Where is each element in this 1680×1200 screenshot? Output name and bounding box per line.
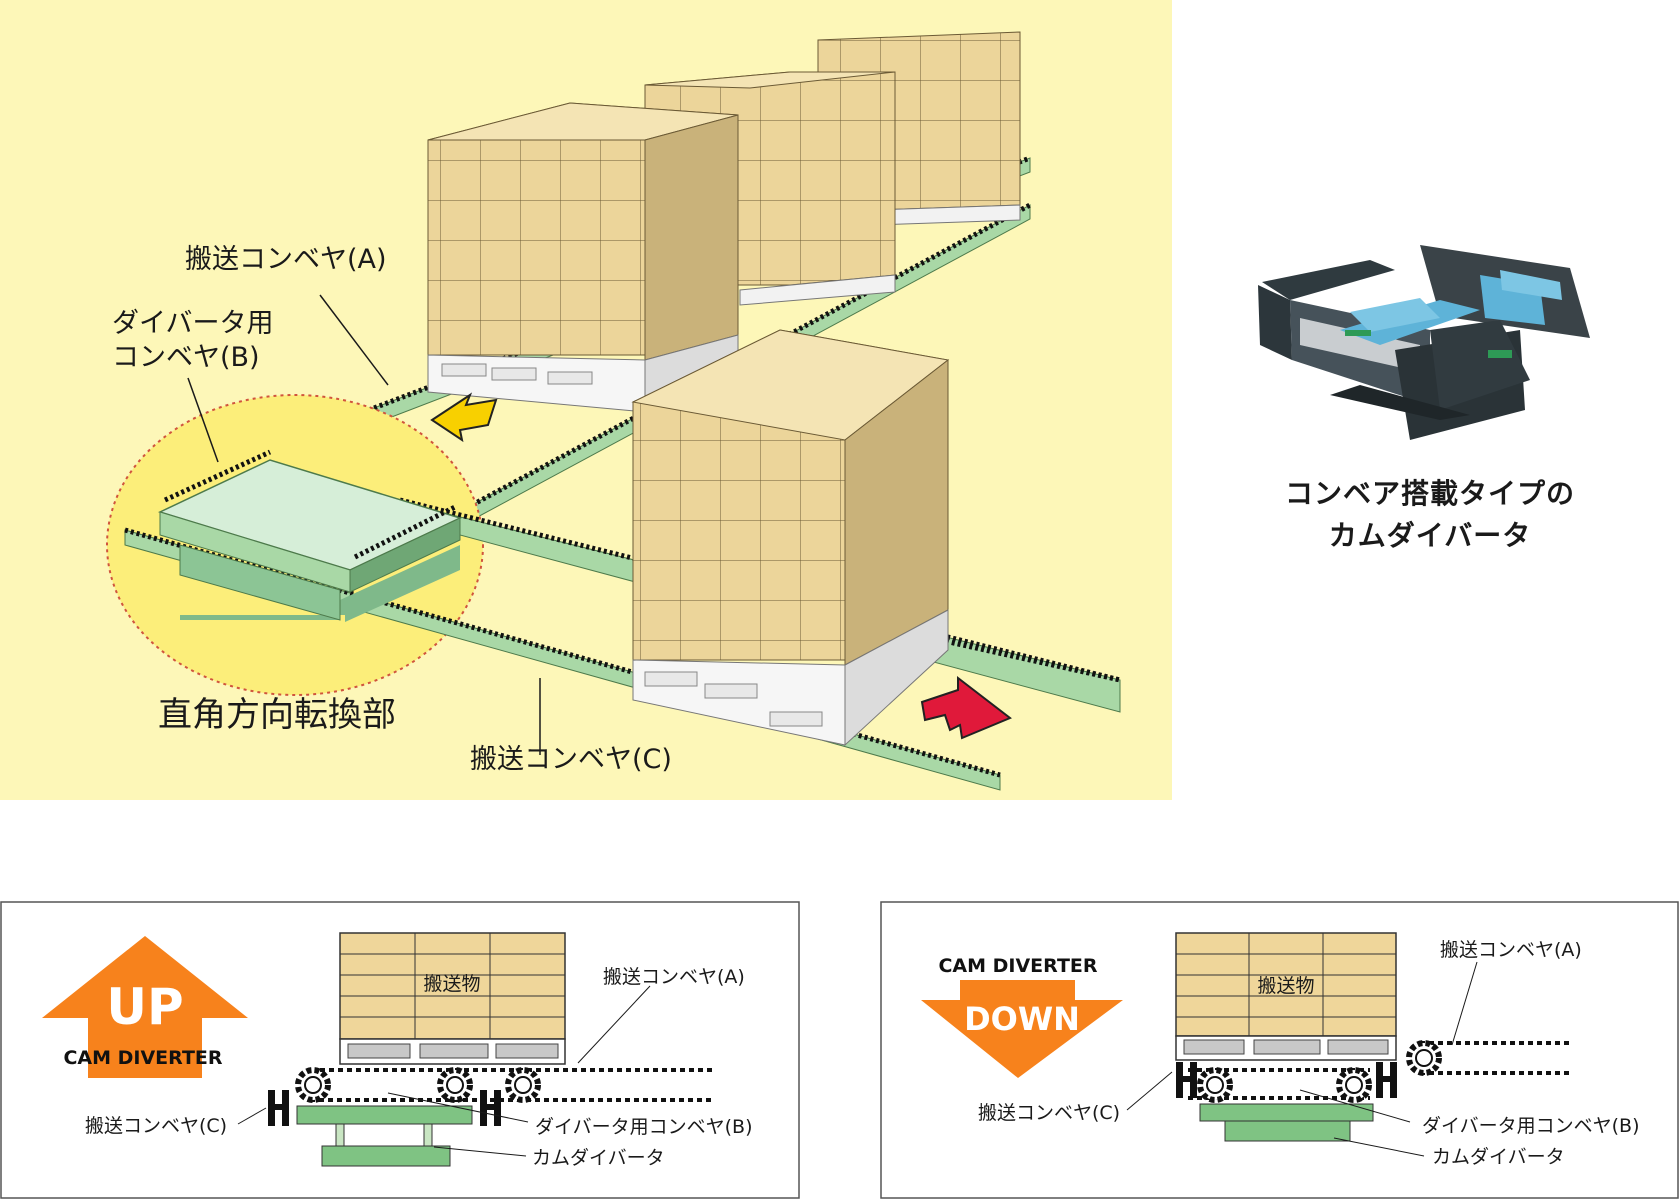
pallet-stack-front [631, 329, 950, 747]
down-label-cam-diverter: カムダイバータ [1432, 1146, 1565, 1168]
down-diverter-conveyor [1199, 1103, 1374, 1122]
direction-arrow-yellow [430, 392, 498, 443]
up-h-frame-left [268, 1090, 289, 1126]
up-cam-label: CAM DIVERTER [63, 1047, 222, 1069]
label-conveyor-c: 搬送コンベヤ(C) [470, 744, 672, 775]
pallet-stack-upper-left [427, 102, 739, 413]
up-cam-diverter [321, 1145, 451, 1167]
up-diverter-conveyor [296, 1105, 473, 1125]
down-label-conveyor-a: 搬送コンベヤ(A) [1440, 939, 1582, 961]
up-sprocket-2 [437, 1067, 473, 1103]
photo-caption: コンベア搭載タイプの カムダイバータ [1230, 473, 1630, 557]
up-label-conveyor-a: 搬送コンベヤ(A) [603, 966, 745, 988]
up-sprocket-3 [505, 1067, 541, 1103]
up-label-cam-diverter: カムダイバータ [532, 1147, 665, 1169]
photo-caption-line2: カムダイバータ [1328, 519, 1532, 552]
label-turn-section: 直角方向転換部 [158, 695, 396, 735]
up-h-frame-right [480, 1090, 501, 1126]
down-label-conveyor-c: 搬送コンベヤ(C) [978, 1102, 1120, 1124]
down-h-frame-left [1176, 1062, 1197, 1098]
up-arrow-text: UP [106, 978, 183, 1036]
down-cam-diverter [1224, 1120, 1351, 1142]
down-sprocket-1 [1197, 1067, 1233, 1103]
up-arrow [42, 936, 248, 1078]
up-sprocket-1 [295, 1067, 331, 1103]
down-arrow-text: DOWN [964, 1000, 1080, 1038]
down-sprocket-3 [1406, 1040, 1442, 1076]
up-load [339, 932, 566, 1065]
down-load-label: 搬送物 [1257, 975, 1314, 997]
up-load-label: 搬送物 [423, 973, 480, 995]
label-conveyor-b-line2: コンベヤ(B) [112, 342, 260, 373]
down-load [1175, 932, 1397, 1061]
direction-arrow-red [920, 675, 1012, 740]
overview-illustration: 搬送コンベヤ(A) ダイバータ用 コンベヤ(B) 直角方向転換部 搬送コンベヤ(… [0, 0, 1172, 800]
cam-diverter-photo [1258, 245, 1590, 440]
photo-caption-line1: コンベア搭載タイプの [1284, 477, 1575, 510]
label-conveyor-a: 搬送コンベヤ(A) [185, 244, 387, 275]
up-label-conveyor-b: ダイバータ用コンベヤ(B) [535, 1116, 752, 1138]
down-h-frame-right [1376, 1062, 1397, 1098]
panel-down: CAM DIVERTER DOWN 搬送物 [880, 901, 1679, 1199]
down-cam-label: CAM DIVERTER [938, 955, 1097, 977]
down-label-conveyor-b: ダイバータ用コンベヤ(B) [1422, 1115, 1639, 1137]
label-conveyor-b-line1: ダイバータ用 [112, 308, 273, 339]
diverter-conveyor-b [157, 449, 463, 622]
down-sprocket-2 [1336, 1067, 1372, 1103]
panel-up: UP CAM DIVERTER 搬送物 [0, 901, 800, 1199]
down-arrow [921, 980, 1123, 1078]
up-label-conveyor-c: 搬送コンベヤ(C) [85, 1115, 227, 1137]
